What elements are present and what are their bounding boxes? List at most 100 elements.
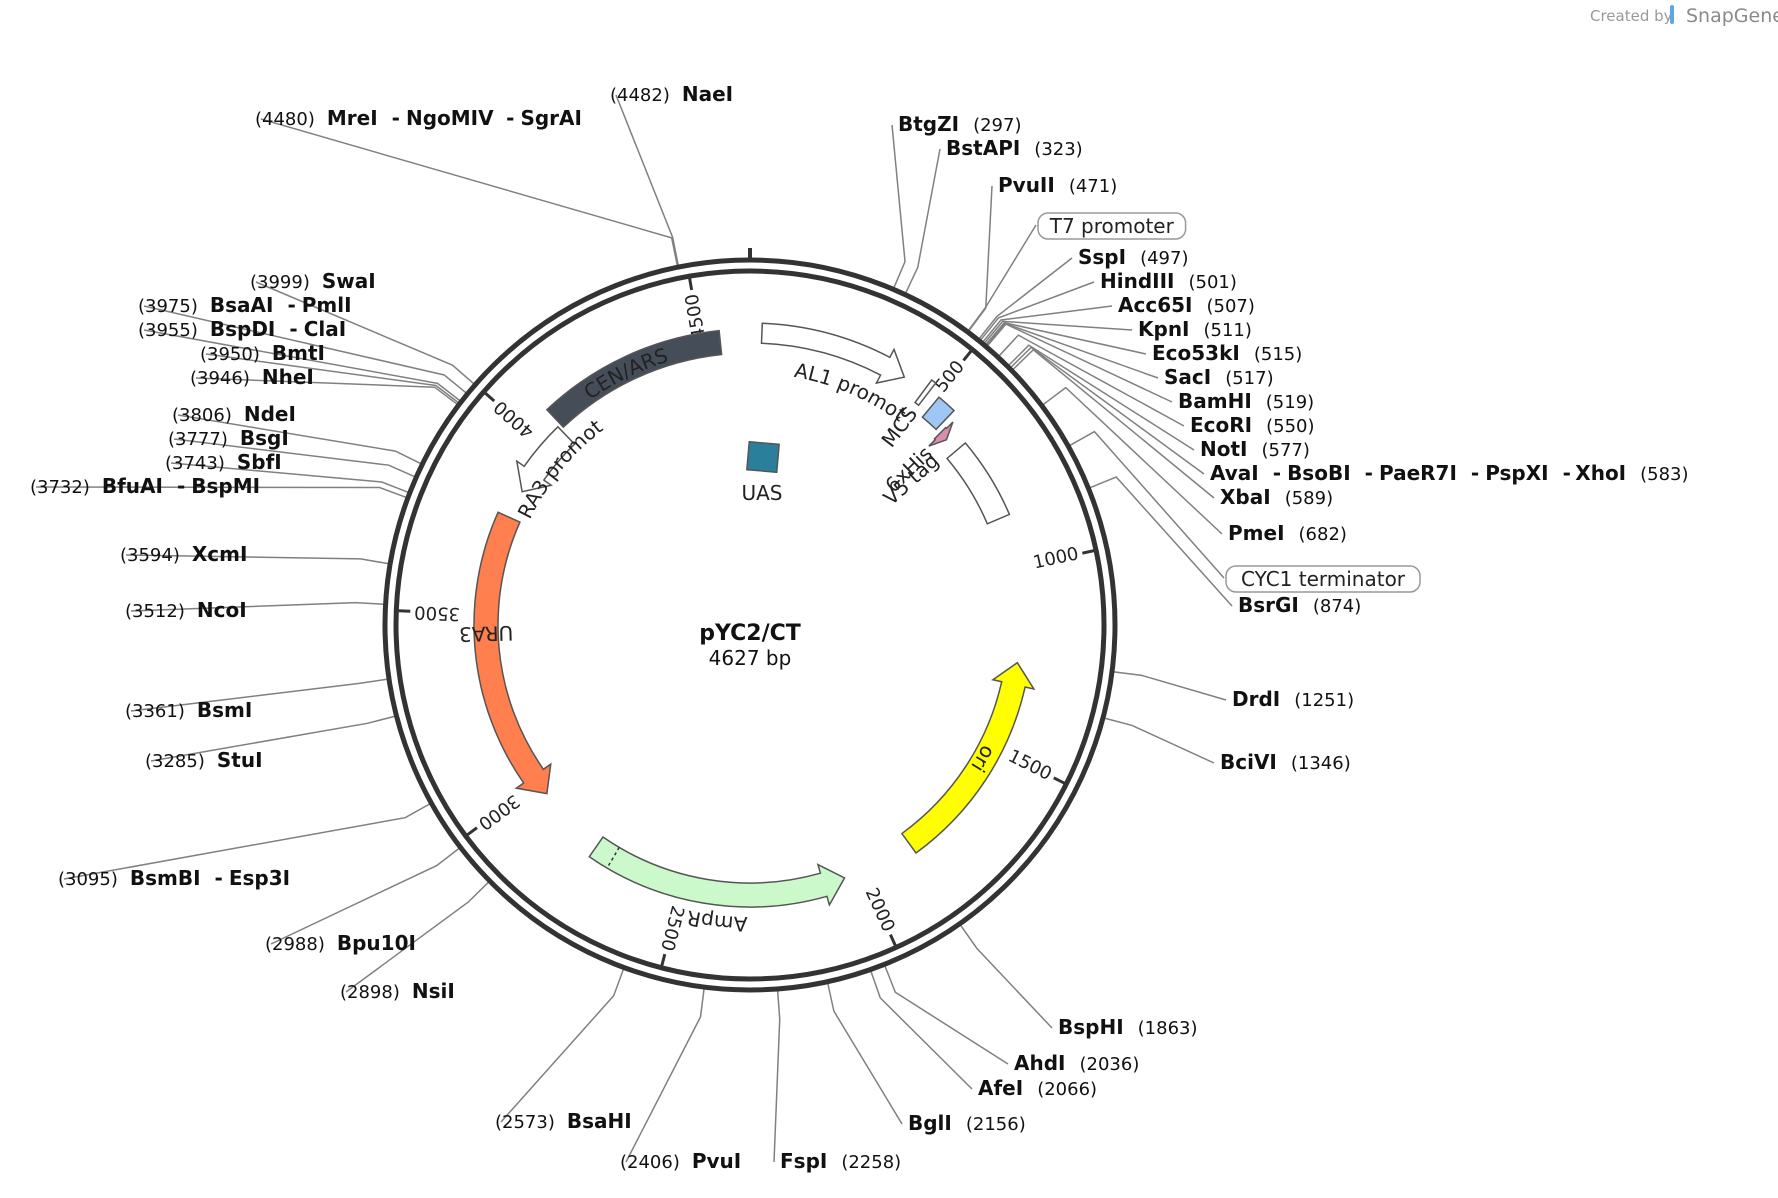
enzyme-name: HindIII xyxy=(1100,269,1174,293)
site-position: (3806) xyxy=(172,405,232,426)
site-position: (323) xyxy=(1034,139,1082,160)
tick-label: 2000 xyxy=(861,885,899,935)
enzyme-name: BtgZI xyxy=(898,112,959,136)
site-leader-line xyxy=(968,185,993,331)
site-label-bsmi[interactable]: (3361)BsmI xyxy=(125,698,252,722)
site-label-bsgi[interactable]: (3777)BsgI xyxy=(168,426,289,450)
feature-ura3-promoter[interactable] xyxy=(515,425,576,493)
site-leader-line xyxy=(1113,671,1227,701)
site-separator: - xyxy=(289,317,297,341)
enzyme-name: NaeI xyxy=(682,82,733,106)
site-position: (589) xyxy=(1285,488,1333,509)
feature-label-uas: UAS xyxy=(741,481,782,505)
site-label-xcmi[interactable]: (3594)XcmI xyxy=(120,542,247,566)
site-position: (3946) xyxy=(190,368,250,389)
tick-label: 3500 xyxy=(414,601,461,624)
site-label-bfuai-bspmi[interactable]: (3732)BfuAI-BspMI xyxy=(30,474,260,498)
site-label-bcivi[interactable]: BciVI(1346) xyxy=(1220,750,1351,774)
site-leader-line xyxy=(345,881,489,993)
site-separator: - xyxy=(177,474,185,498)
site-label-mrei-ngomiv-sgrai[interactable]: (4480)MreI-NgoMIV-SgrAI xyxy=(255,106,582,130)
feature-v5-tag[interactable] xyxy=(921,396,956,431)
site-label-avai-bsobi-paer7i-pspxi-xhoi[interactable]: AvaI-BsoBI-PaeR7I-PspXI-XhoI(583) xyxy=(1210,461,1689,485)
site-label-sbfi[interactable]: (3743)SbfI xyxy=(165,450,282,474)
site-label-kpni[interactable]: KpnI(511) xyxy=(1138,317,1252,341)
site-label-naei[interactable]: (4482)NaeI xyxy=(610,82,733,106)
enzyme-name: BglI xyxy=(908,1111,952,1135)
boxed-label-cyc1-terminator[interactable]: CYC1 terminator xyxy=(1241,567,1406,591)
feature-uas[interactable] xyxy=(746,440,780,474)
backbone-inner-strand xyxy=(393,268,1107,982)
site-leader-line xyxy=(905,148,941,294)
feature-gal1-promoter[interactable] xyxy=(760,322,906,385)
enzyme-name: XcmI xyxy=(192,542,248,566)
site-position: (511) xyxy=(1204,320,1252,341)
feature-label-path-text: URA3 promoter xyxy=(0,0,607,522)
site-label-btgzi[interactable]: BtgZI(297) xyxy=(898,112,1021,136)
site-leader-line xyxy=(260,118,678,266)
site-position: (2066) xyxy=(1037,1079,1097,1100)
site-label-bpu10i[interactable]: (2988)Bpu10I xyxy=(265,931,416,955)
site-label-acc65i[interactable]: Acc65I(507) xyxy=(1118,293,1255,317)
boxed-label-t7-promoter[interactable]: T7 promoter xyxy=(1049,214,1175,238)
site-position: (4480) xyxy=(255,109,315,130)
site-leader-line xyxy=(177,414,421,465)
site-label-fspi[interactable]: FspI(2258) xyxy=(780,1149,901,1173)
site-position: (2036) xyxy=(1079,1054,1139,1075)
site-leader-line xyxy=(870,971,973,1090)
site-label-pmei[interactable]: PmeI(682) xyxy=(1228,521,1347,545)
feature-mcs[interactable] xyxy=(913,378,937,407)
site-label-ecori[interactable]: EcoRI(550) xyxy=(1190,413,1315,437)
site-label-stui[interactable]: (3285)StuI xyxy=(145,748,263,772)
site-leader-line xyxy=(270,847,460,945)
site-label-ahdi[interactable]: AhdI(2036) xyxy=(1014,1051,1139,1075)
site-label-noti[interactable]: NotI(577) xyxy=(1200,437,1310,461)
site-position: (507) xyxy=(1206,296,1254,317)
site-label-ndei[interactable]: (3806)NdeI xyxy=(172,402,296,426)
site-label-bamhi[interactable]: BamHI(519) xyxy=(1178,389,1314,413)
site-label-bsrgi[interactable]: BsrGI(874) xyxy=(1238,593,1361,617)
feature-cen-ars[interactable] xyxy=(545,329,723,429)
site-label-nhei[interactable]: (3946)NheI xyxy=(190,365,314,389)
boxed-leader-line xyxy=(968,224,1037,331)
site-position: (517) xyxy=(1225,368,1273,389)
site-position: (3285) xyxy=(145,751,205,772)
site-label-xbai[interactable]: XbaI(589) xyxy=(1220,485,1333,509)
enzyme-name: PmlI xyxy=(302,293,352,317)
site-label-bgli[interactable]: BglI (2156) xyxy=(908,1111,1026,1135)
enzyme-name: DrdI xyxy=(1232,687,1280,711)
feature-ori[interactable] xyxy=(900,661,1036,855)
feature-6xhis[interactable] xyxy=(928,421,954,447)
site-leader-line xyxy=(960,925,1053,1029)
feature-ampr[interactable] xyxy=(588,835,846,908)
site-label-bsahi[interactable]: (2573)BsaHI xyxy=(495,1109,632,1133)
feature-cyc1-terminator[interactable] xyxy=(945,441,1011,525)
site-label-bmti[interactable]: (3950)BmtI xyxy=(200,341,325,365)
site-position: (1251) xyxy=(1294,690,1354,711)
site-leader-line xyxy=(773,990,781,1163)
site-leader-line xyxy=(130,601,384,612)
site-label-swai[interactable]: (3999)SwaI xyxy=(250,269,376,293)
feature-ura3[interactable] xyxy=(473,511,552,795)
site-label-hindiii[interactable]: HindIII(501) xyxy=(1100,269,1237,293)
site-label-ncoi[interactable]: (3512)NcoI xyxy=(125,598,247,622)
site-label-saci[interactable]: SacI(517) xyxy=(1164,365,1274,389)
site-label-bspdi-clai[interactable]: (3955)BspDI-ClaI xyxy=(138,317,346,341)
site-label-nsii[interactable]: (2898)NsiI xyxy=(340,979,455,1003)
site-label-bstapi[interactable]: BstAPI(323) xyxy=(946,136,1083,160)
site-label-pvui[interactable]: (2406)PvuI xyxy=(620,1149,741,1173)
site-label-drdi[interactable]: DrdI (1251) xyxy=(1232,687,1354,711)
watermark-brand: SnapGene xyxy=(1686,5,1778,27)
site-leader-line xyxy=(982,305,1113,343)
site-label-pvuii[interactable]: PvuII(471) xyxy=(998,173,1117,197)
site-leader-line xyxy=(195,377,458,405)
site-label-bsmbi-esp3i[interactable]: (3095)BsmBI-Esp3I xyxy=(58,866,290,890)
site-label-eco53ki[interactable]: Eco53kI(515) xyxy=(1152,341,1302,365)
site-label-bsaai-pmli[interactable]: (3975)BsaAI-PmlI xyxy=(138,293,352,317)
site-label-bsphi[interactable]: BspHI(1863) xyxy=(1058,1015,1198,1039)
site-position: (2156) xyxy=(966,1114,1026,1135)
site-label-afei[interactable]: AfeI(2066) xyxy=(978,1076,1097,1100)
site-label-sspi[interactable]: SspI(497) xyxy=(1078,245,1188,269)
site-position: (3950) xyxy=(200,344,260,365)
